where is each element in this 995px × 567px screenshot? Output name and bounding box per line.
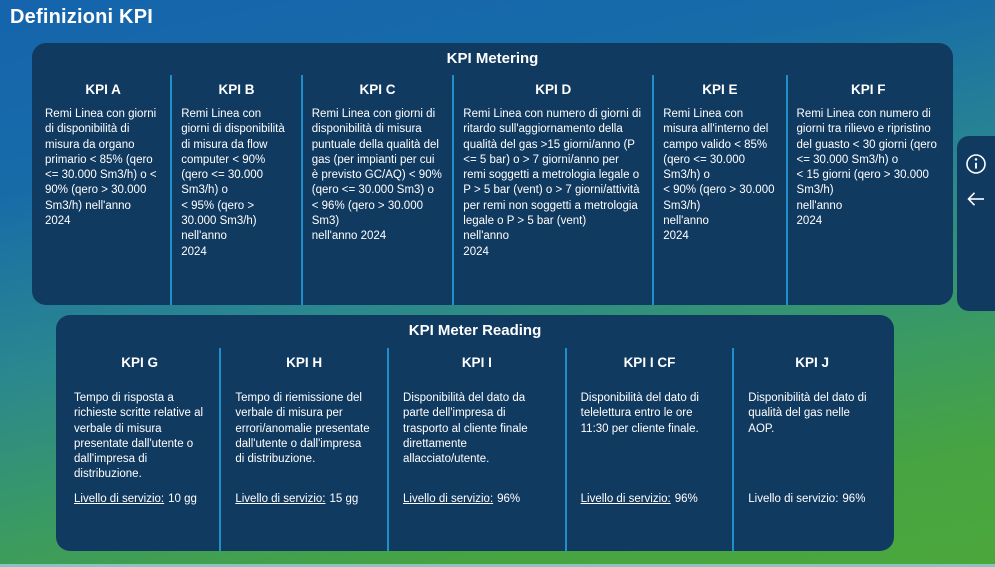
kpi-card-b: KPI B Remi Linea con giorni di disponibi… (170, 75, 301, 305)
kpi-metering-title: KPI Metering (446, 50, 539, 67)
kpi-card-j: KPI J Disponibilità del dato di qualità … (732, 348, 890, 551)
kpi-card-c: KPI C Remi Linea con giorni di disponibi… (300, 75, 453, 305)
info-button[interactable] (963, 152, 989, 178)
kpi-card-g-service-level: Livello di servizio:10 gg (74, 493, 205, 505)
kpi-card-h-body: Tempo di riemissione del verbale di misu… (235, 392, 370, 466)
service-level-label: Livello di servizio: (748, 493, 839, 505)
service-level-label: Livello di servizio: (235, 493, 326, 505)
service-level-value: 96% (842, 493, 866, 505)
kpi-card-b-body: Remi Linea con giorni di disponibilità d… (181, 108, 285, 258)
right-toolbar (957, 136, 995, 311)
service-level-label: Livello di servizio: (580, 493, 671, 505)
service-level-value: 10 gg (168, 493, 197, 505)
kpi-card-a-body: Remi Linea con giorni di disponibilità d… (45, 108, 157, 227)
kpi-card-c-body: Remi Linea con giorni di disponibilità d… (311, 108, 442, 243)
info-icon (964, 152, 988, 179)
kpi-card-g-title: KPI G (121, 355, 159, 370)
kpi-card-j-service-level: Livello di servizio:96% (748, 493, 876, 505)
kpi-card-i-body: Disponibilità del dato da parte dell'imp… (403, 392, 528, 466)
kpi-card-f-body: Remi Linea con numero di giorni tra rili… (796, 108, 937, 227)
kpi-card-i: KPI I Disponibilità del dato da parte de… (387, 348, 565, 551)
kpi-card-f-title: KPI F (850, 82, 886, 97)
service-level-value: 96% (497, 493, 521, 505)
kpi-card-e-title: KPI E (702, 82, 738, 97)
bottom-edge-strip (0, 564, 995, 567)
kpi-card-d: KPI D Remi Linea con numero di giorni di… (452, 75, 652, 305)
kpi-metering-columns: KPI A Remi Linea con giorni di disponibi… (36, 75, 949, 305)
kpi-card-j-body: Disponibilità del dato di qualità del ga… (748, 392, 867, 435)
kpi-card-h: KPI H Tempo di riemissione del verbale d… (219, 348, 387, 551)
page-title: Definizioni KPI (10, 6, 153, 28)
kpi-card-j-title: KPI J (795, 355, 829, 370)
kpi-card-i-cf: KPI I CF Disponibilità del dato di telel… (564, 348, 733, 551)
service-level-value: 96% (674, 493, 698, 505)
service-level-value: 15 gg (329, 493, 359, 505)
kpi-card-a: KPI A Remi Linea con giorni di disponibi… (36, 75, 170, 305)
kpi-card-i-cf-service-level: Livello di servizio:96% (581, 493, 719, 505)
kpi-card-b-title: KPI B (218, 82, 255, 97)
kpi-card-g-body: Tempo di risposta a richieste scritte re… (74, 392, 204, 481)
kpi-meter-reading-panel: KPI Meter Reading KPI G Tempo di rispost… (56, 315, 894, 551)
kpi-card-h-title: KPI H (286, 355, 323, 370)
kpi-card-i-service-level: Livello di servizio:96% (403, 493, 551, 505)
back-button[interactable] (963, 187, 989, 213)
service-level-label: Livello di servizio: (74, 493, 165, 505)
kpi-card-a-title: KPI A (85, 82, 121, 97)
kpi-card-i-cf-body: Disponibilità del dato di telelettura en… (580, 392, 699, 435)
service-level-label: Livello di servizio: (403, 493, 494, 505)
kpi-card-g: KPI G Tempo di risposta a richieste scri… (60, 348, 219, 551)
kpi-card-i-title: KPI I (461, 355, 492, 370)
kpi-metering-panel: KPI Metering KPI A Remi Linea con giorni… (32, 43, 953, 305)
kpi-card-e: KPI E Remi Linea con misura all'interno … (652, 75, 785, 305)
kpi-meter-reading-title: KPI Meter Reading (408, 322, 542, 339)
kpi-card-d-body: Remi Linea con numero di giorni di ritar… (463, 108, 642, 258)
kpi-card-d-title: KPI D (535, 82, 572, 97)
kpi-meter-reading-columns: KPI G Tempo di risposta a richieste scri… (60, 348, 890, 551)
kpi-card-e-body: Remi Linea con misura all'interno del ca… (663, 108, 775, 243)
kpi-card-f: KPI F Remi Linea con numero di giorni tr… (785, 75, 949, 305)
kpi-card-h-service-level: Livello di servizio:15 gg (235, 493, 373, 505)
kpi-card-i-cf-title: KPI I CF (623, 355, 676, 370)
kpi-card-c-title: KPI C (359, 82, 396, 97)
back-arrow-icon (964, 187, 988, 214)
